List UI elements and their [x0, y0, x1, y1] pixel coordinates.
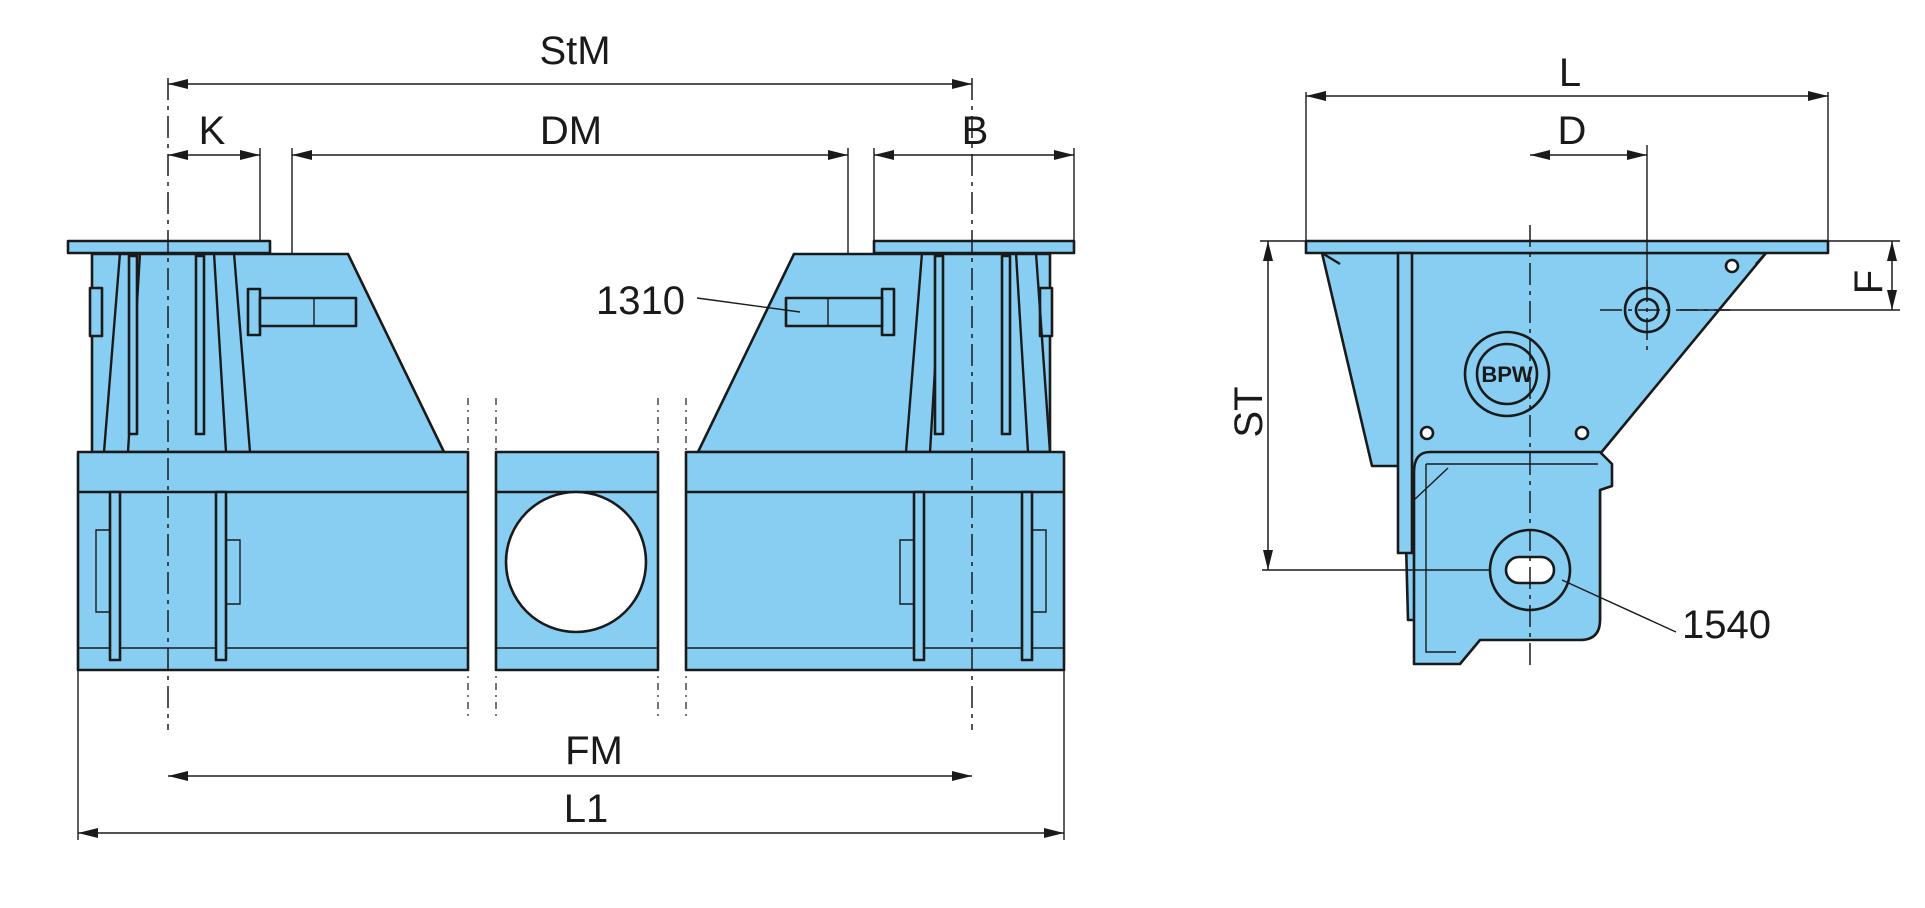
side-small-hole-1: [1724, 258, 1740, 274]
side-small-hole-2: [1419, 425, 1435, 441]
right-rib-slot-1: [933, 254, 945, 436]
beam-rib-right-2: [1020, 490, 1034, 662]
leader-1540: [1561, 579, 1677, 633]
left-rib-slot-1: [127, 254, 139, 436]
svg-text:BPW: BPW: [1481, 362, 1533, 387]
label-l: L: [1559, 51, 1581, 95]
left-bolt-nut: [246, 287, 262, 337]
label-st: ST: [1227, 386, 1271, 437]
left-side-stub: [88, 286, 104, 338]
label-f: F: [1847, 270, 1891, 294]
beam-rib-left-1: [108, 490, 122, 662]
label-d: D: [1558, 109, 1587, 153]
callout-1540: 1540: [1682, 603, 1771, 647]
label-k: K: [199, 109, 226, 153]
beam-round-hole: [504, 490, 648, 634]
right-bracket: [696, 252, 1052, 454]
beam-rib-left-2: [214, 490, 228, 662]
side-top-plate: [1304, 239, 1830, 255]
front-view: StM K DM B FM L1 1310: [66, 29, 1076, 840]
side-web-plate: [1396, 251, 1414, 555]
leader-1310: [696, 297, 801, 313]
label-b: B: [962, 109, 989, 153]
bolt-1310: [784, 296, 884, 328]
left-bolt-shank: [258, 296, 358, 328]
right-gusset-outer: [904, 252, 1052, 453]
break-line-left: [467, 398, 497, 716]
break-line-right: [657, 398, 687, 716]
callout-1310: 1310: [596, 279, 685, 323]
label-stm: StM: [539, 29, 610, 73]
left-rib-slot-2: [194, 254, 206, 436]
right-rib-slot-2: [1000, 254, 1012, 436]
left-gusset-outer: [102, 252, 252, 453]
right-mounting-plate: [872, 239, 1076, 255]
beam-rib-right-1: [912, 490, 926, 662]
side-view: BPW L D ST F 1540: [1227, 51, 1900, 670]
label-dm: DM: [540, 109, 602, 153]
cross-beam-left-segment: [76, 450, 470, 672]
label-l1: L1: [564, 787, 609, 831]
cross-beam-right-segment: [684, 450, 1066, 672]
label-fm: FM: [565, 729, 623, 773]
left-bracket: [90, 252, 446, 454]
bpw-logo: BPW: [1463, 330, 1551, 418]
left-mounting-plate: [66, 239, 272, 255]
right-bolt-nut: [880, 287, 896, 337]
side-small-hole-3: [1574, 425, 1590, 441]
